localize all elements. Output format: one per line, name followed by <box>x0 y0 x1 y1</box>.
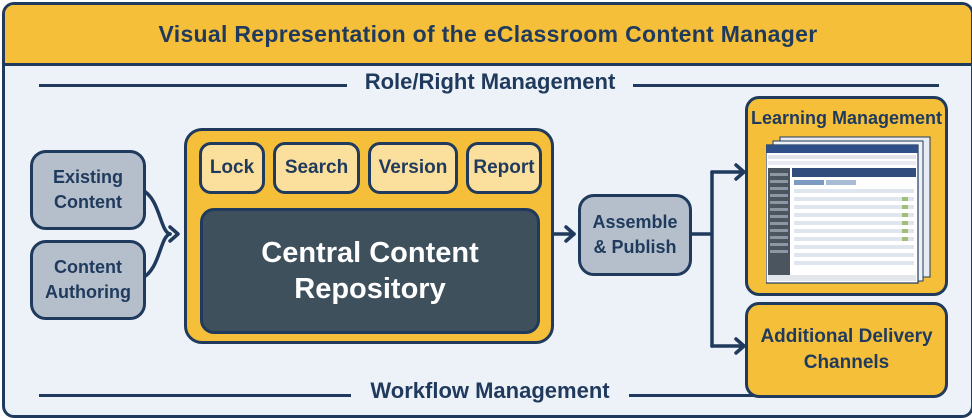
connector-existing-content <box>140 188 172 236</box>
existing-content-box: Existing Content <box>30 150 146 230</box>
diagram-title: Visual Representation of the eClassroom … <box>158 20 818 47</box>
role-right-management-label: Role/Right Management <box>364 69 616 94</box>
connector-content-authoring <box>140 232 172 280</box>
arrowhead-into-learning-management <box>734 163 746 181</box>
assemble-publish-box: Assemble & Publish <box>578 194 692 276</box>
role-band-line-right <box>633 84 939 87</box>
role-band-line-left <box>39 84 347 87</box>
report-tool: Report <box>466 142 542 194</box>
central-content-repository: Central Content Repository <box>200 208 540 334</box>
learning-management-box: Learning Management <box>745 96 948 296</box>
additional-delivery-channels-box: Additional Delivery Channels <box>745 302 948 398</box>
version-tool: Version <box>368 142 458 194</box>
arrowhead-into-assemble <box>564 225 576 243</box>
connector-assemble-to-outputs <box>690 170 714 348</box>
lms-screenshot-thumbnail <box>766 136 931 284</box>
arrowhead-into-additional-channels <box>734 337 746 355</box>
workflow-band-line-left <box>39 394 351 397</box>
workflow-management-label: Workflow Management <box>370 378 610 403</box>
search-tool: Search <box>273 142 360 194</box>
content-authoring-box: Content Authoring <box>30 240 146 320</box>
lock-tool: Lock <box>199 142 265 194</box>
arrowhead-into-repository <box>168 225 180 243</box>
learning-management-title: Learning Management <box>750 108 943 128</box>
title-bar: Visual Representation of the eClassroom … <box>5 5 971 66</box>
